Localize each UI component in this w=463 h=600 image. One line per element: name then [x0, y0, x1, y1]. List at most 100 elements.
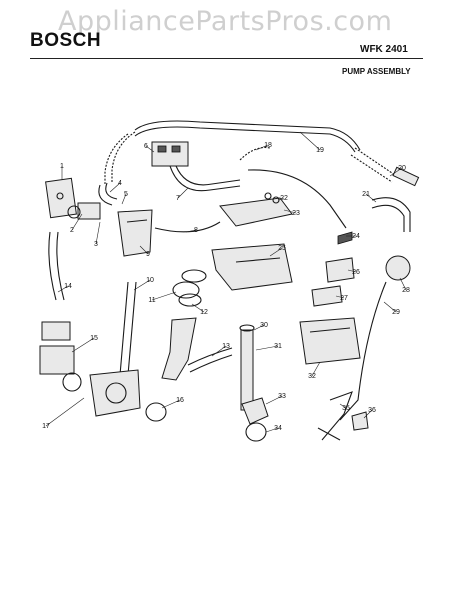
callout-19: 19	[316, 147, 324, 154]
callout-leader-12	[191, 303, 205, 313]
pump-valve	[77, 202, 101, 220]
callout-leader-11	[151, 291, 177, 301]
elbow-fitting	[241, 397, 269, 425]
brand-logo: BOSCH	[30, 30, 102, 51]
callout-7: 7	[176, 195, 180, 202]
bellows-hose	[161, 317, 197, 381]
drain-pump	[39, 345, 75, 375]
elbow-hose	[98, 184, 113, 206]
screw	[272, 196, 280, 204]
callout-14: 14	[64, 283, 72, 290]
callout-leader-23	[283, 209, 297, 214]
callout-24: 24	[352, 233, 360, 240]
callout-3: 3	[94, 241, 98, 248]
callout-23: 23	[292, 210, 300, 217]
model-number: WFK 2401	[360, 44, 408, 55]
hose-bracket	[371, 197, 411, 232]
callout-34: 34	[274, 425, 282, 432]
callout-leader-36	[363, 409, 373, 419]
pressure-hose	[339, 281, 387, 421]
callout-leader-30	[253, 324, 265, 331]
callout-leader-5	[121, 193, 127, 205]
detergent-dispenser	[299, 317, 361, 365]
callout-31: 31	[274, 343, 282, 350]
callout-leader-6	[145, 145, 155, 153]
section-title: PUMP ASSEMBLY	[342, 67, 411, 76]
seal-ring	[181, 269, 207, 283]
callout-leader-29	[383, 301, 397, 313]
callout-leader-20	[389, 167, 403, 177]
callout-2: 2	[70, 227, 74, 234]
callout-11: 11	[148, 297, 155, 304]
callout-29: 29	[392, 309, 400, 316]
lower-strap	[317, 427, 341, 441]
callout-leader-3	[95, 221, 101, 245]
callout-leader-19	[299, 131, 321, 151]
callout-6: 6	[144, 143, 148, 150]
callout-15: 15	[90, 335, 98, 342]
callout-30: 30	[260, 322, 268, 329]
callout-leader-14	[57, 285, 69, 293]
callout-leader-16	[161, 399, 181, 409]
header-rule	[30, 58, 423, 59]
connector-hose	[187, 347, 233, 366]
callout-8: 8	[194, 227, 198, 234]
corrugated-hose	[354, 147, 396, 176]
callout-leader-35	[339, 403, 347, 409]
callout-26: 26	[352, 269, 360, 276]
callout-leader-33	[265, 395, 283, 405]
callout-leader-8	[185, 229, 197, 233]
watermark: AppliancePartsPros.com	[58, 6, 393, 37]
callout-33: 33	[278, 393, 286, 400]
callout-leader-22	[277, 197, 285, 201]
pump-housing	[89, 369, 141, 417]
callout-5: 5	[124, 191, 128, 198]
callout-28: 28	[402, 287, 410, 294]
drain-hose-top	[134, 120, 361, 151]
callout-12: 12	[200, 309, 208, 316]
valve-hose	[169, 165, 241, 192]
detergent-drawer	[211, 243, 293, 291]
drawer-cover	[219, 197, 293, 227]
callout-17: 17	[42, 423, 50, 430]
drain-line	[247, 169, 347, 229]
callout-leader-2	[71, 213, 83, 231]
callout-leader-28	[399, 277, 407, 291]
callout-leader-4	[109, 182, 121, 193]
clamp	[337, 231, 353, 245]
callout-leader-15	[71, 337, 95, 353]
switch-bracket	[325, 257, 355, 283]
level-tube	[240, 329, 254, 411]
callout-18: 18	[264, 142, 272, 149]
callout-leader-9	[139, 245, 149, 255]
callout-leader-10	[133, 279, 151, 291]
callout-16: 16	[176, 397, 184, 404]
pressure-switch	[385, 255, 411, 281]
callout-leader-21	[365, 193, 377, 203]
callout-20: 20	[398, 165, 406, 172]
inlet-hose	[111, 131, 136, 182]
suction-hose	[48, 231, 57, 301]
switch-clip	[311, 285, 343, 307]
callout-32: 32	[308, 373, 316, 380]
mounting-plate	[45, 177, 77, 219]
callout-22: 22	[280, 195, 288, 202]
callout-leader-27	[335, 295, 345, 299]
callout-leader-7	[177, 187, 189, 199]
callout-layer: 1234567891011121314151617181920212223242…	[42, 131, 410, 433]
fill-hose	[154, 221, 221, 233]
callout-27: 27	[340, 295, 348, 302]
callout-4: 4	[118, 180, 122, 187]
callout-leader-34	[265, 427, 279, 433]
callout-13: 13	[222, 343, 230, 350]
callout-10: 10	[146, 277, 154, 284]
callout-9: 9	[146, 251, 150, 258]
bracket-clip	[351, 411, 369, 431]
callout-1: 1	[60, 163, 64, 170]
callout-leader-31	[255, 345, 279, 351]
standpipe	[119, 281, 129, 376]
breather-hose	[239, 146, 271, 161]
dispenser-housing	[117, 209, 153, 257]
callout-25: 25	[278, 245, 286, 252]
